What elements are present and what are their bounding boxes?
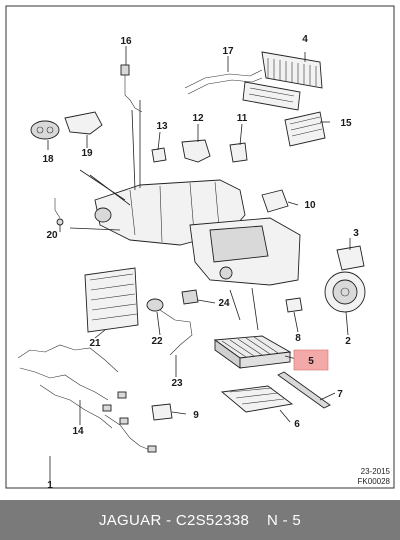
part-22-23-drawing <box>146 298 193 356</box>
callout-13: 13 <box>156 121 168 132</box>
part-6-drawing <box>220 385 294 413</box>
part-10-drawing <box>261 189 289 213</box>
part-15-drawing <box>284 111 326 147</box>
diagram-frame: 16 17 4 15 12 11 13 18 19 10 20 3 2 8 24… <box>5 5 395 491</box>
part-3-drawing <box>336 245 365 271</box>
frame-border <box>5 5 395 489</box>
callout-2: 2 <box>345 336 351 347</box>
callout-10: 10 <box>304 200 316 211</box>
callout-14: 14 <box>72 426 84 437</box>
date-code: 23-2015 <box>360 467 390 476</box>
callout-12: 12 <box>192 113 204 124</box>
part-8-drawing <box>285 297 303 313</box>
part-13-12-11-drawing <box>151 139 248 163</box>
part-4-drawing <box>261 51 323 89</box>
hvac-exploded-diagram: 16 17 4 15 12 11 13 18 19 10 20 3 2 8 24… <box>5 5 395 491</box>
callout-1: 1 <box>47 480 53 491</box>
part-17-drawing <box>184 69 301 111</box>
figure-code: FK00028 <box>357 477 390 486</box>
footer-gap <box>249 512 267 529</box>
part-18-19-drawing <box>30 111 103 140</box>
callout-16: 16 <box>120 36 132 47</box>
part-5-drawing <box>213 335 292 369</box>
callout-15: 15 <box>340 118 352 129</box>
callout-11: 11 <box>237 113 248 124</box>
part-20-drawing <box>54 198 64 226</box>
part-21-drawing <box>84 267 139 333</box>
part-7-drawing <box>277 371 331 409</box>
callout-24: 24 <box>218 298 230 309</box>
part-2-drawing <box>324 271 366 313</box>
callout-3: 3 <box>353 228 359 239</box>
footer-position: N - 5 <box>267 511 302 529</box>
footer-brand: JAGUAR <box>98 511 162 529</box>
callout-8: 8 <box>295 333 301 344</box>
callout-5: 5 <box>308 356 314 367</box>
callout-5-highlight <box>293 349 329 371</box>
callout-17: 17 <box>222 46 234 57</box>
part-16-drawing <box>120 64 143 113</box>
callout-6: 6 <box>294 419 300 430</box>
callout-7: 7 <box>337 389 343 400</box>
footer-separator: - <box>161 511 176 529</box>
callout-23: 23 <box>171 378 183 389</box>
callout-18: 18 <box>42 154 54 165</box>
callout-4: 4 <box>302 34 308 45</box>
hvac-housing-drawing <box>94 179 301 286</box>
part-footer-bar: JAGUAR - C2S52338 N - 5 <box>0 500 400 540</box>
callout-20: 20 <box>46 230 58 241</box>
callout-21: 21 <box>89 338 101 349</box>
callout-9: 9 <box>193 410 199 421</box>
footer-part-number: C2S52338 <box>175 511 250 529</box>
part-24-drawing <box>181 289 199 305</box>
callout-19: 19 <box>81 148 93 159</box>
leader-lines <box>47 46 351 484</box>
part-9-drawing <box>151 403 173 421</box>
part-14-drawing <box>17 344 157 453</box>
callout-22: 22 <box>151 336 163 347</box>
